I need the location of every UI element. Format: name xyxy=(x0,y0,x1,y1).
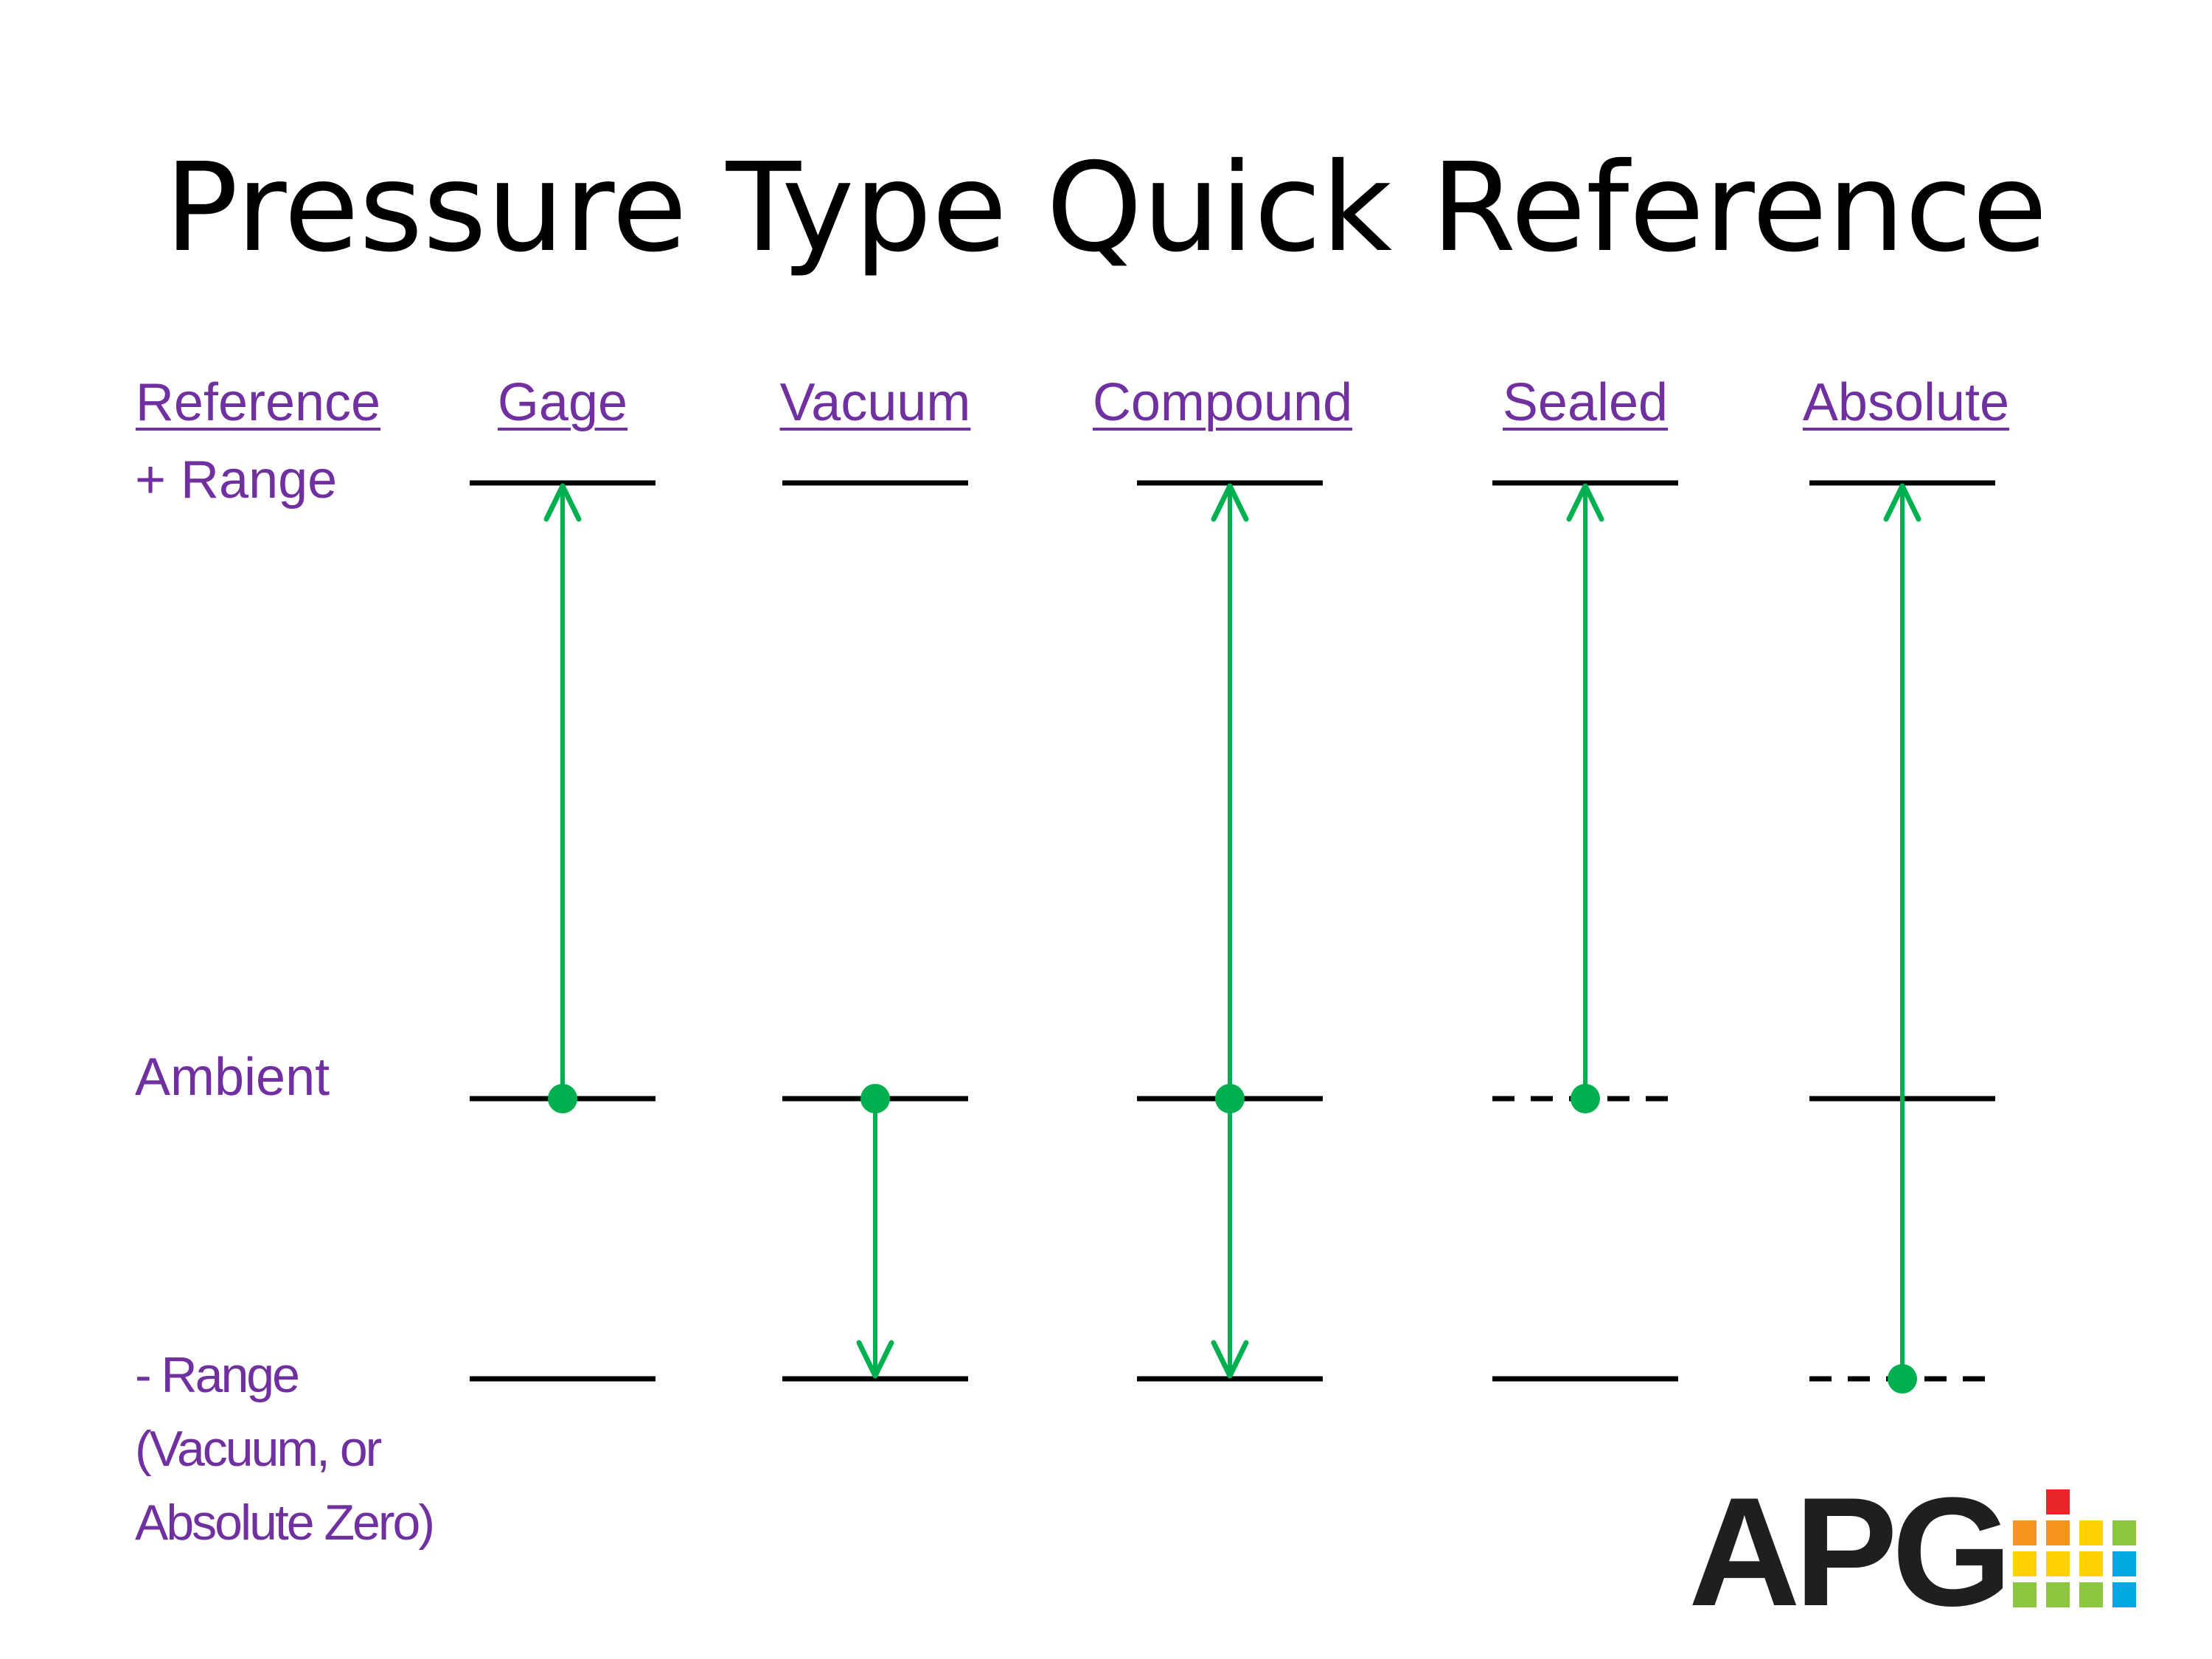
compound-arrow-head-down xyxy=(1211,1340,1249,1379)
apg-grid-logo-icon xyxy=(2013,1489,2136,1607)
logo-grid-square xyxy=(2112,1520,2136,1545)
gage-origin-dot xyxy=(548,1084,577,1113)
row-label-minus-range-line-2: (Vacuum, or xyxy=(135,1421,382,1477)
logo-text: APG xyxy=(1688,1465,2012,1638)
gage-arrow-head-up xyxy=(543,483,582,522)
logo-grid-square xyxy=(2079,1520,2103,1545)
vacuum-arrow-head-down xyxy=(856,1340,894,1379)
logo-grid-square xyxy=(2013,1551,2037,1576)
compound-origin-dot xyxy=(1215,1084,1245,1113)
column-header-compound: Compound xyxy=(1092,373,1353,432)
logo-grid-square xyxy=(2079,1551,2103,1576)
logo-grid-square xyxy=(2046,1582,2070,1607)
row-label-minus-range: - Range (Vacuum, or Absolute Zero) xyxy=(135,1338,435,1559)
logo-grid-square xyxy=(2112,1582,2136,1607)
logo-grid-square xyxy=(2046,1520,2070,1545)
column-header-vacuum: Vacuum xyxy=(779,373,971,432)
sealed-arrow-head-up xyxy=(1566,483,1604,522)
logo-grid-square xyxy=(2013,1520,2037,1545)
logo-grid-square xyxy=(2046,1551,2070,1576)
column-header-absolute: Absolute xyxy=(1802,373,2010,432)
compound-arrow-head-up xyxy=(1211,483,1249,522)
logo-grid-square xyxy=(2013,1582,2037,1607)
sealed-origin-dot xyxy=(1571,1084,1600,1113)
absolute-origin-dot xyxy=(1888,1364,1917,1394)
page-title: Pressure Type Quick Reference xyxy=(164,137,2048,279)
row-label-plus-range: + Range xyxy=(135,451,338,509)
column-header-reference: Reference xyxy=(135,373,381,432)
column-header-gage: Gage xyxy=(497,373,628,432)
column-header-sealed: Sealed xyxy=(1502,373,1669,432)
vacuum-origin-dot xyxy=(860,1084,890,1113)
row-label-ambient: Ambient xyxy=(135,1048,330,1107)
absolute-arrow-head-up xyxy=(1883,483,1921,522)
logo-grid-square xyxy=(2112,1551,2136,1576)
row-label-minus-range-line-1: - Range xyxy=(135,1347,300,1403)
apg-logo: APG xyxy=(1688,1465,2146,1638)
logo-grid-square xyxy=(2079,1582,2103,1607)
row-label-minus-range-line-3: Absolute Zero) xyxy=(135,1495,435,1551)
logo-grid-square xyxy=(2046,1489,2070,1514)
